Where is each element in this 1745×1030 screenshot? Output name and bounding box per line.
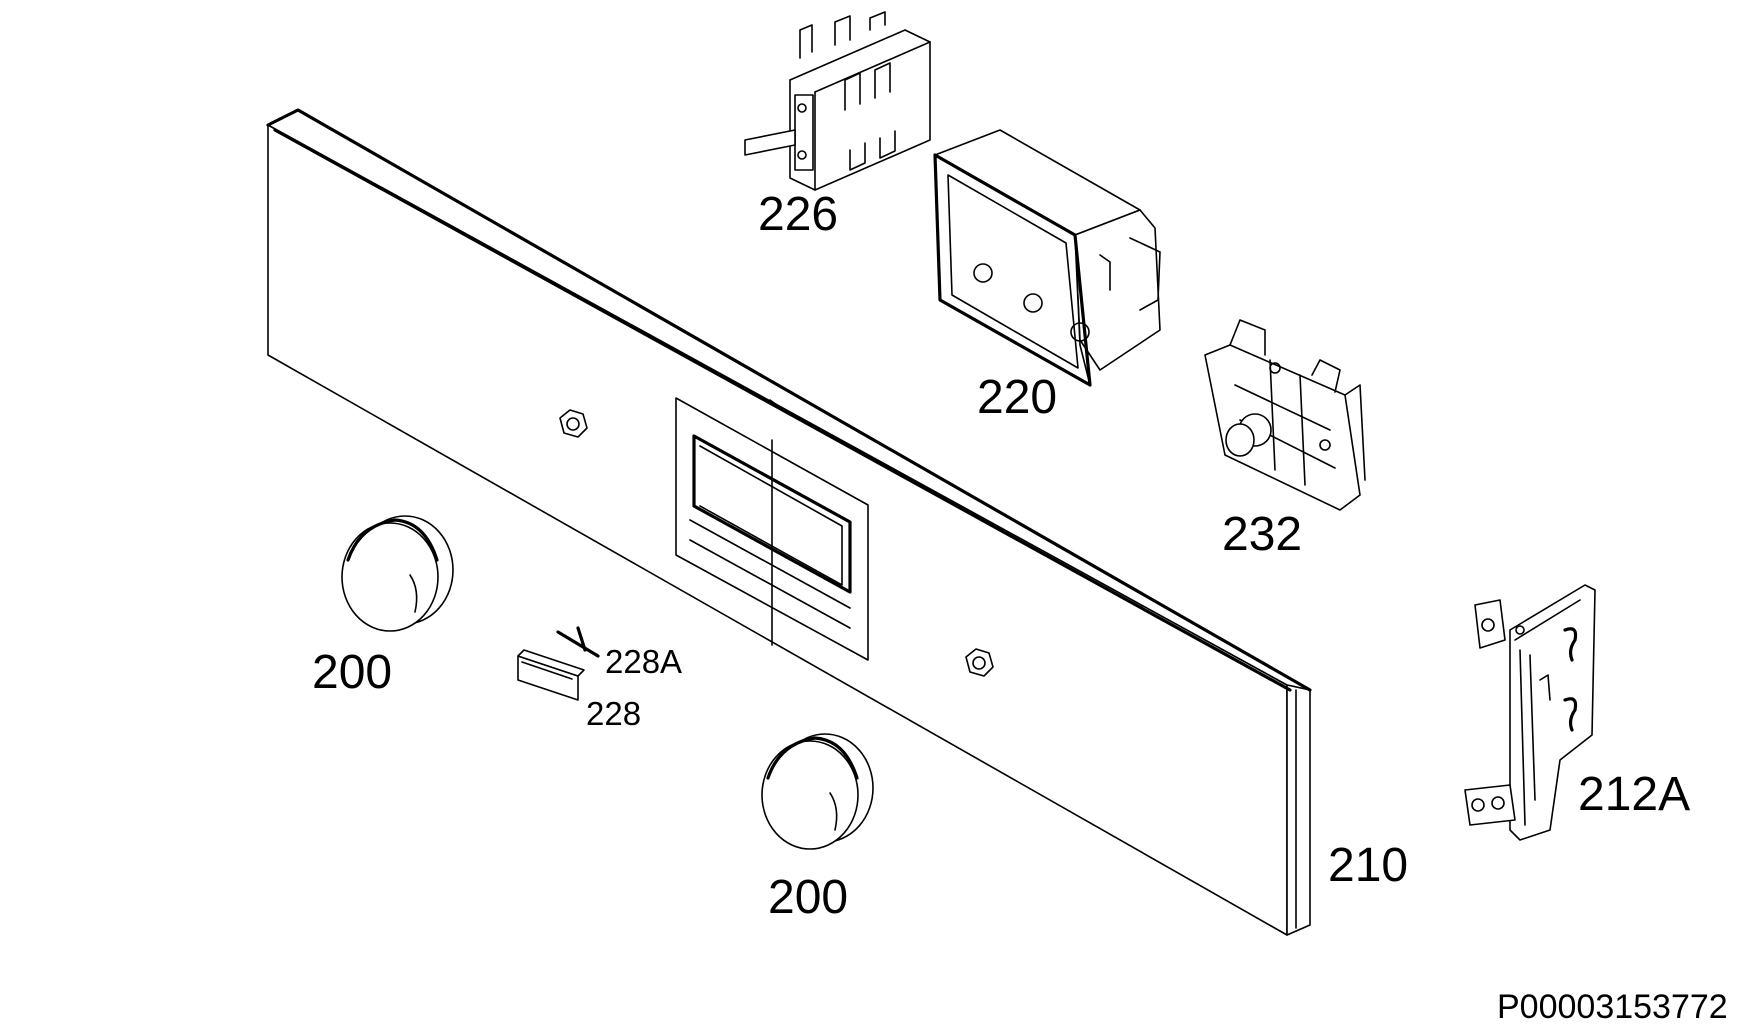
label-button-spring: 228A xyxy=(605,643,682,680)
label-bracket: 212A xyxy=(1578,768,1690,821)
display-housing-part xyxy=(933,129,1161,387)
knob-bottom-part xyxy=(761,733,874,850)
label-selector-switch: 226 xyxy=(758,188,838,241)
control-panel-part xyxy=(266,108,1312,936)
thermostat-part xyxy=(1204,319,1366,511)
button-part xyxy=(517,649,585,701)
bracket-part xyxy=(1464,584,1596,841)
part-labels: 226 220 232 200 228A 228 212A 210 200 P0… xyxy=(312,188,1728,1026)
label-thermostat: 232 xyxy=(1222,508,1302,561)
selector-switch-part xyxy=(744,11,931,191)
label-control-panel: 210 xyxy=(1328,839,1408,892)
label-button: 228 xyxy=(586,695,641,732)
drawing-id: P00003153772 xyxy=(1497,988,1728,1026)
label-display-housing: 220 xyxy=(977,371,1057,424)
label-knob-bottom: 200 xyxy=(768,871,848,924)
button-spring-part xyxy=(556,626,600,658)
knob-left-part xyxy=(341,515,454,632)
label-knob-left: 200 xyxy=(312,646,392,699)
